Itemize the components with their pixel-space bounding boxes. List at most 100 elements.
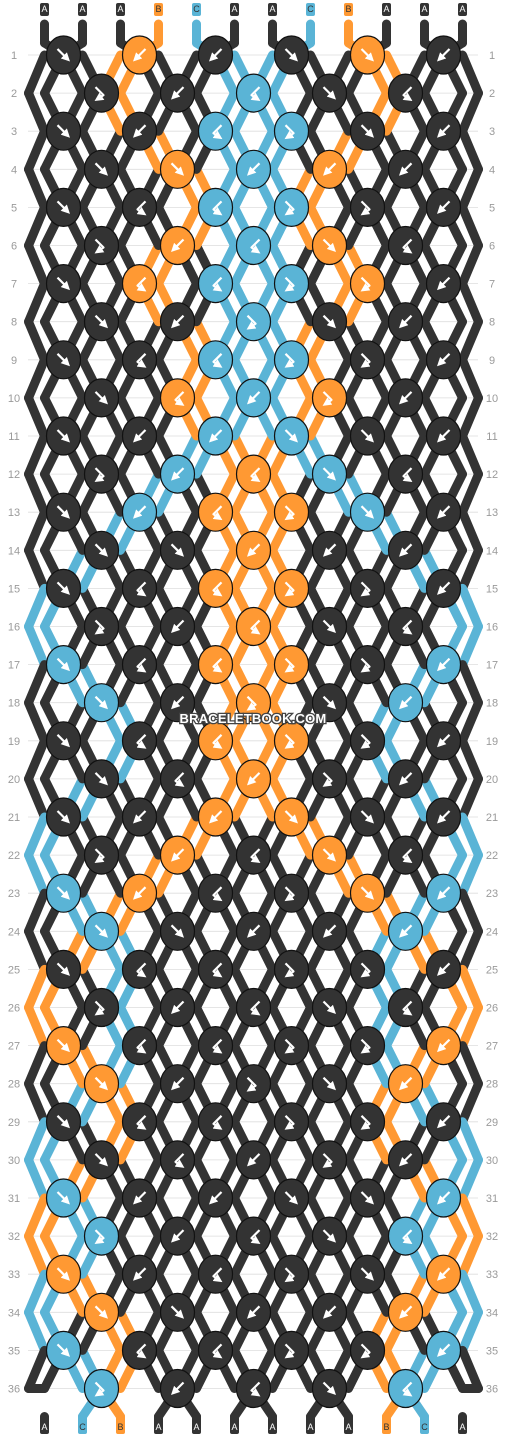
knot-arrow-icon <box>212 200 223 216</box>
knot-arrow-icon <box>133 1267 147 1281</box>
row-number-left: 28 <box>8 1079 20 1091</box>
knot <box>349 644 386 685</box>
knot <box>349 1254 386 1294</box>
strand-tag <box>40 3 49 16</box>
knot-arrow-icon <box>250 848 261 864</box>
knot-arrow-icon <box>133 48 147 62</box>
strand-label-top: A <box>383 4 389 14</box>
thread-segment <box>24 850 49 898</box>
strand-label-bottom: A <box>269 1422 275 1432</box>
knot <box>387 1292 424 1332</box>
knot <box>387 378 424 418</box>
knot-arrow-icon <box>133 429 147 443</box>
row-number-left: 10 <box>8 393 20 405</box>
knot <box>197 1330 234 1371</box>
row-number-right: 24 <box>486 926 498 938</box>
thread-segment <box>458 1117 483 1165</box>
knot-arrow-icon <box>322 1076 336 1091</box>
knot-arrow-icon <box>323 924 337 938</box>
knot <box>311 454 348 494</box>
strand-label-bottom: A <box>459 1422 465 1432</box>
knot <box>121 111 158 151</box>
knot-arrow-icon <box>94 924 108 938</box>
thread-segment <box>458 698 483 746</box>
thread-segment <box>458 393 483 441</box>
thread-segment <box>458 355 483 403</box>
knot-arrow-icon <box>171 695 185 710</box>
knot-arrow-icon <box>284 1038 295 1054</box>
thread-segment <box>458 774 483 822</box>
row-number-left: 24 <box>8 926 20 938</box>
knot <box>387 683 424 723</box>
strand-tag <box>420 1421 429 1434</box>
knot <box>159 911 196 951</box>
knot <box>273 416 310 456</box>
knot <box>349 1178 386 1218</box>
knot <box>349 187 386 227</box>
knot <box>45 264 82 304</box>
knot-arrow-icon <box>437 200 451 214</box>
knot <box>197 873 234 913</box>
knot-arrow-icon <box>284 810 298 824</box>
knot-arrow-icon <box>133 886 147 900</box>
strand-label-bottom: A <box>307 1422 313 1432</box>
knot <box>349 492 386 532</box>
knot <box>159 835 196 875</box>
row-number-right: 28 <box>486 1079 498 1091</box>
knot-arrow-icon <box>360 200 371 216</box>
row-number-left: 27 <box>8 1041 20 1053</box>
knot <box>197 949 234 990</box>
strand-tag <box>344 3 353 16</box>
knot <box>121 873 158 913</box>
thread-segment <box>458 812 483 860</box>
knot <box>387 1064 424 1104</box>
knot-arrow-icon <box>56 276 70 291</box>
knot-arrow-icon <box>284 886 295 902</box>
knot <box>197 1025 234 1066</box>
knot <box>121 568 158 609</box>
strand-label-top: A <box>79 4 85 14</box>
knot <box>425 1254 462 1294</box>
knot-arrow-icon <box>246 1076 257 1092</box>
knot <box>235 759 272 799</box>
knot-arrow-icon <box>437 962 451 976</box>
knot <box>159 683 196 723</box>
row-number-right: 31 <box>486 1193 498 1205</box>
knot-arrow-icon <box>437 1343 451 1357</box>
thread-segment <box>24 241 49 289</box>
row-number-right: 19 <box>486 736 498 748</box>
knot <box>273 111 310 151</box>
strand-tag <box>154 1421 163 1434</box>
strand-tag <box>458 1421 467 1434</box>
knot-arrow-icon <box>402 1000 413 1016</box>
knot <box>121 187 158 227</box>
knot-arrow-icon <box>284 962 295 978</box>
knot <box>311 1368 348 1409</box>
knot-arrow-icon <box>360 124 374 138</box>
knot-arrow-icon <box>56 1038 70 1053</box>
strand-label-top: A <box>421 4 427 14</box>
knot <box>273 873 310 913</box>
watermark-text: BRACELETBOOK.COM <box>180 711 327 726</box>
knot <box>387 530 424 570</box>
knot-arrow-icon <box>284 124 295 140</box>
knot-arrow-icon <box>399 391 413 405</box>
knot <box>273 1254 310 1294</box>
knot-arrow-icon <box>212 1267 223 1283</box>
knot-arrow-icon <box>360 505 374 519</box>
strand-label-bottom: C <box>79 1422 86 1432</box>
knot-arrow-icon <box>136 657 147 673</box>
knot <box>311 302 348 342</box>
knot <box>83 1140 120 1180</box>
knot-arrow-icon <box>136 1038 147 1054</box>
knot <box>273 35 310 75</box>
knot <box>197 1102 234 1142</box>
knot-arrow-icon <box>94 772 108 786</box>
knot <box>387 149 424 189</box>
knot-arrow-icon <box>322 1000 336 1014</box>
row-number-right: 23 <box>486 888 498 900</box>
knot-arrow-icon <box>247 162 261 176</box>
knot-arrow-icon <box>94 1076 108 1091</box>
row-number-left: 12 <box>8 469 20 481</box>
knot-arrow-icon <box>56 353 70 367</box>
